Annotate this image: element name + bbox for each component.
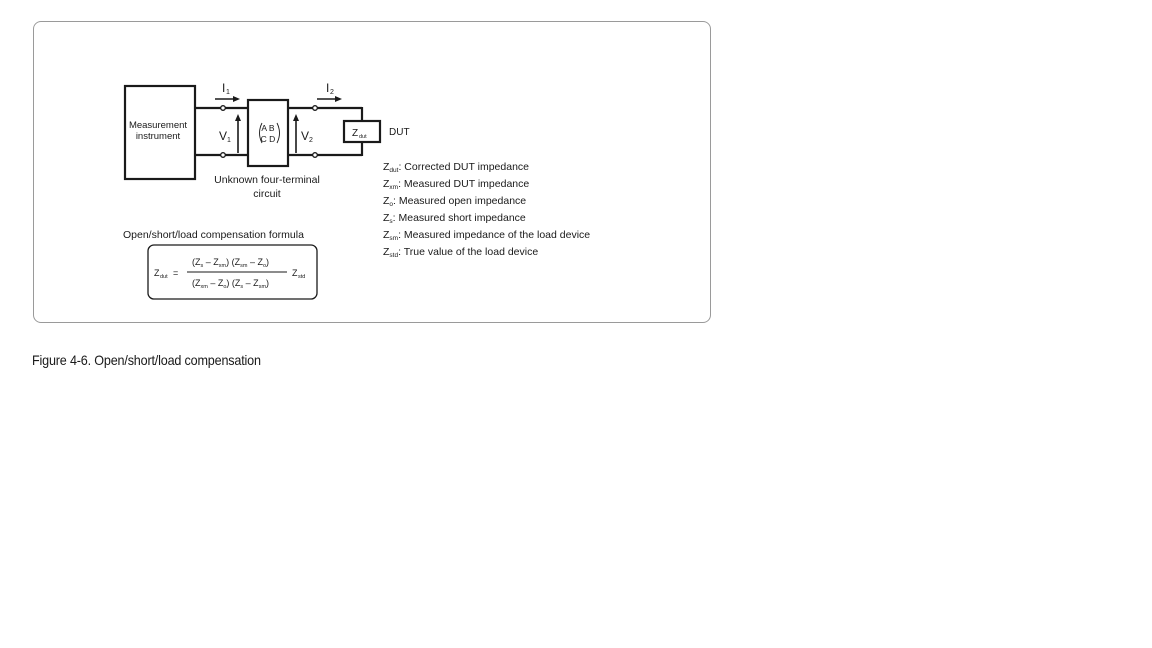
formula-title: Open/short/load compensation formula (123, 229, 304, 241)
legend-description: : Measured impedance of the load device (398, 229, 590, 241)
legend-symbol: Z (383, 246, 390, 258)
current-2-subscript: 2 (330, 89, 334, 96)
current-1-subscript: 1 (226, 89, 230, 96)
formula-subscript: s (240, 284, 243, 290)
current-1-symbol: I (222, 81, 225, 95)
matrix-bracket-right (276, 122, 280, 144)
legend-item: Zsm: Measured impedance of the load devi… (383, 229, 590, 242)
legend-item: Zxm: Measured DUT impedance (383, 178, 529, 191)
instrument-label-line1: Measurement (129, 120, 187, 131)
formula-term: – Z (203, 257, 219, 267)
formula-equals: = (173, 268, 178, 278)
formula-term: ) (Z (226, 257, 240, 267)
legend-description: : Measured DUT impedance (398, 178, 529, 190)
formula-term: – Z (208, 278, 224, 288)
network-label-line1: Unknown four-terminal (214, 174, 320, 186)
formula-term: (Z (192, 278, 201, 288)
formula-term: (Z (192, 257, 201, 267)
legend-symbol: Z (383, 229, 390, 241)
terminal-top-right (312, 105, 318, 111)
measurement-instrument-box (123, 84, 197, 181)
formula-term: – Z (243, 278, 259, 288)
legend-symbol: Z (383, 212, 390, 224)
instrument-label-line2: instrument (136, 131, 181, 142)
legend-item: Zs: Measured short impedance (383, 212, 526, 225)
formula-term: ) (266, 278, 269, 288)
formula-lhs-subscript: dut (160, 274, 168, 280)
current-2-arrowhead (335, 96, 342, 102)
matrix-row-1: A B (261, 123, 275, 133)
voltage-2-arrowhead (293, 114, 299, 121)
dut-impedance-box (342, 119, 382, 144)
formula-denominator: (Zxm – Zo) (Zs – Zsm) (192, 278, 269, 290)
formula-numerator: (Zs – Zxm) (Zsm – Zo) (192, 257, 269, 269)
current-2-symbol: I (326, 81, 329, 95)
formula-lhs-symbol: Z (154, 268, 160, 278)
legend-subscript: std (389, 252, 398, 259)
legend-subscript: sm (389, 235, 398, 242)
formula-rhs-subscript: std (298, 274, 305, 280)
legend-symbol: Z (383, 161, 390, 173)
formula-subscript: o (263, 263, 266, 269)
circuit-diagram: Measurement instrument I 1 V 1 A B C D (123, 81, 590, 300)
zdut-symbol: Z (352, 128, 358, 139)
legend-description: : Measured short impedance (393, 212, 526, 224)
terminal-bottom-right (312, 152, 318, 158)
dut-label: DUT (389, 127, 410, 138)
legend-symbol: Z (383, 195, 390, 207)
formula-rhs-symbol: Z (292, 268, 298, 278)
formula-subscript: xm (219, 263, 227, 269)
legend-item: Zstd: True value of the load device (383, 246, 538, 259)
zdut-subscript: dut (359, 134, 367, 140)
formula-term: – Z (247, 257, 263, 267)
matrix-row-2: C D (261, 134, 276, 144)
formula-subscript: sm (240, 263, 248, 269)
four-terminal-network-box (246, 98, 290, 168)
formula-box (147, 244, 318, 300)
legend-subscript: dut (389, 167, 398, 174)
formula-term: ) (266, 257, 269, 267)
terminal-top-left (220, 105, 226, 111)
legend-item: Zdut: Corrected DUT impedance (383, 161, 529, 174)
formula-subscript: o (223, 284, 226, 290)
legend-item: Zo: Measured open impedance (383, 195, 526, 208)
formula-subscript: xm (201, 284, 209, 290)
formula-subscript: sm (259, 284, 267, 290)
formula-subscript: s (201, 263, 204, 269)
voltage-2-subscript: 2 (309, 137, 313, 144)
matrix-bracket-left (259, 122, 263, 144)
legend-subscript: xm (389, 184, 398, 191)
voltage-1-subscript: 1 (227, 137, 231, 144)
legend-subscript: s (389, 218, 393, 225)
formula-term: ) (Z (226, 278, 240, 288)
voltage-1-symbol: V (219, 129, 227, 143)
legend-symbol: Z (383, 178, 390, 190)
network-label-line2: circuit (253, 188, 281, 200)
legend-description: : True value of the load device (398, 246, 538, 258)
current-1-arrowhead (233, 96, 240, 102)
figure-caption: Figure 4-6. Open/short/load compensation (32, 352, 261, 368)
diagram-frame: Measurement instrument I 1 V 1 A B C D (33, 21, 711, 323)
legend-subscript: o (389, 201, 393, 208)
terminal-bottom-left (220, 152, 226, 158)
voltage-1-arrowhead (235, 114, 241, 121)
voltage-2-symbol: V (301, 129, 309, 143)
legend-description: : Measured open impedance (393, 195, 526, 207)
legend-description: : Corrected DUT impedance (398, 161, 529, 173)
